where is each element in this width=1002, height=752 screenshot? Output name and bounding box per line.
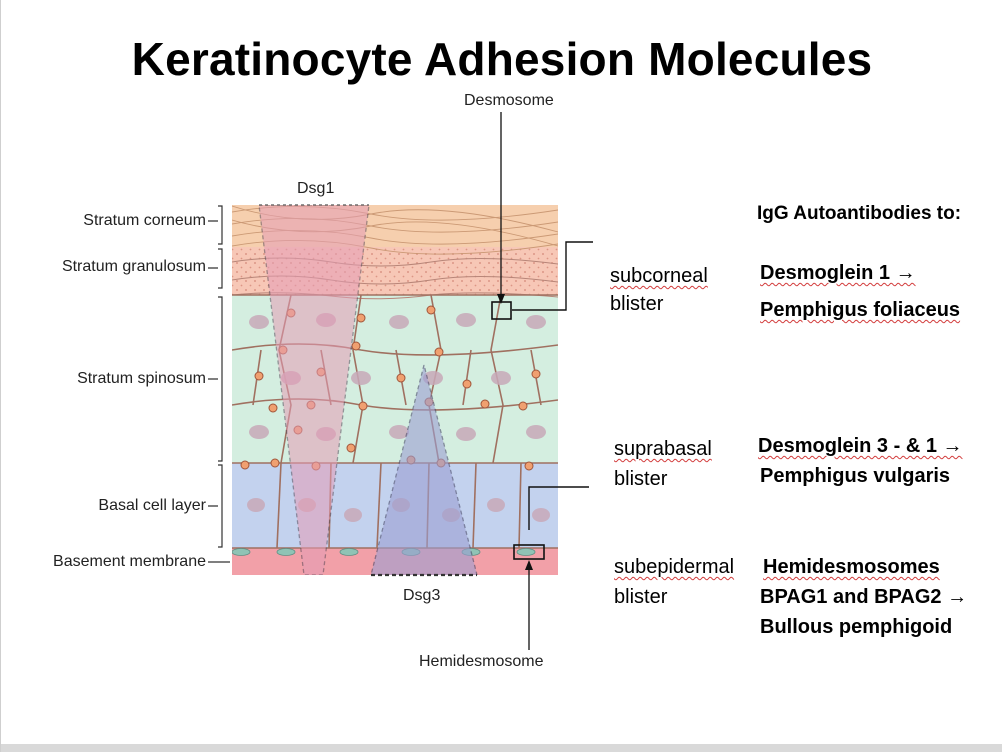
stratum-granulosum-label: Stratum granulosum [61, 258, 206, 275]
dsg1-label: Dsg1 [297, 180, 335, 197]
subcorneal-label: subcorneal [610, 265, 708, 287]
dsg1-wedge [258, 205, 370, 575]
desmosome-highlight-box [491, 301, 512, 320]
subcorneal-blister-label: blister [610, 293, 664, 315]
pemphigus-vulgaris-label: Pemphigus vulgaris [760, 465, 951, 487]
hemidesmosome-highlight-box [513, 544, 545, 560]
hemidesmosome-label: Hemidesmosome [419, 653, 544, 670]
dsg3-wedge [370, 364, 478, 575]
subepidermal-blister-label: blister [614, 586, 668, 608]
stratum-corneum-label: Stratum corneum [83, 212, 206, 229]
stratum-spinosum-label: Stratum spinosum [77, 370, 206, 387]
desmoglein3-label: Desmoglein 3 - & 1 → [758, 435, 963, 457]
desmoglein1-label: Desmoglein 1 → [760, 262, 916, 284]
pemphigus-foliaceus-label: Pemphigus foliaceus [760, 299, 961, 321]
suprabasal-label: suprabasal [614, 438, 712, 460]
antibodies-heading: IgG Autoantibodies to: [757, 203, 962, 224]
suprabasal-blister-label: blister [614, 468, 668, 490]
basement-membrane-label: Basement membrane [53, 553, 206, 570]
bpag-label: BPAG1 and BPAG2 → [760, 586, 968, 608]
dsg3-label: Dsg3 [403, 587, 441, 604]
slide-title: Keratinocyte Adhesion Molecules [131, 33, 873, 85]
desmosome-label: Desmosome [464, 92, 554, 109]
basal-cell-layer-label: Basal cell layer [98, 497, 206, 514]
bullous-pemphigoid-label: Bullous pemphigoid [760, 616, 953, 638]
hemidesmosomes-label: Hemidesmosomes [763, 556, 940, 578]
subepidermal-label: subepidermal [614, 556, 735, 578]
